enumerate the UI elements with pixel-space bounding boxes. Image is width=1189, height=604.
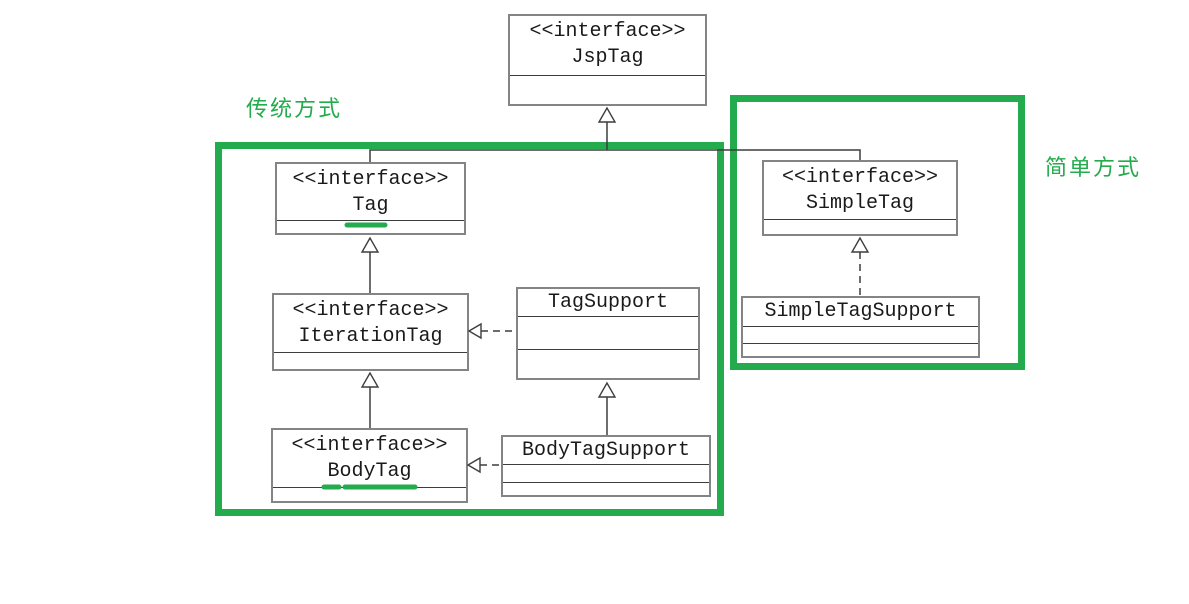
extends-branch-tag-simpletag-to-jsptag — [369, 149, 861, 162]
class-name-text: SimpleTag — [805, 192, 915, 215]
operations-compartment — [518, 349, 698, 378]
attributes-compartment — [743, 326, 978, 343]
class-box-simpletagsupport: SimpleTagSupport — [741, 296, 980, 358]
attributes-compartment — [503, 464, 709, 482]
class-box-simpletag: <<interface>> SimpleTag — [762, 160, 958, 236]
class-name-text: JspTag — [571, 46, 644, 69]
attributes-compartment — [518, 316, 698, 349]
class-box-tagsupport: TagSupport — [516, 287, 700, 380]
simple-group-label: 简单方式 — [1045, 156, 1142, 181]
operations-compartment — [503, 482, 709, 495]
simple-group-frame — [730, 95, 1025, 370]
inheritance-triangle-icon-iterationtag — [360, 371, 380, 388]
class-box-bodytagsupport: BodyTagSupport — [501, 435, 711, 497]
class-box-bodytag: <<interface>> BodyTag — [271, 428, 468, 503]
class-name-text: BodyTag — [327, 460, 412, 483]
attributes-compartment — [274, 352, 467, 369]
stereotype-text: <<interface>> — [291, 434, 448, 457]
realization-triangle-icon-bodytag — [466, 456, 481, 474]
traditional-group-label: 传统方式 — [246, 97, 343, 122]
stereotype-text: <<interface>> — [292, 299, 449, 322]
stereotype-text: <<interface>> — [292, 168, 449, 191]
stereotype-text: <<interface>> — [529, 20, 686, 43]
traditional-group-frame — [215, 142, 724, 516]
class-name-text: Tag — [352, 194, 389, 217]
inheritance-triangle-icon-tag — [360, 236, 380, 253]
class-name-text: BodyTagSupport — [521, 439, 691, 462]
attributes-compartment — [277, 220, 464, 233]
inheritance-triangle-icon-jsptag — [597, 106, 617, 123]
class-box-jsptag: <<interface>> JspTag — [508, 14, 707, 106]
attributes-compartment — [510, 75, 705, 104]
attributes-compartment — [764, 219, 956, 234]
class-box-iterationtag: <<interface>> IterationTag — [272, 293, 469, 371]
class-name-text: IterationTag — [298, 325, 443, 348]
class-name-text: SimpleTagSupport — [764, 300, 957, 323]
realization-triangle-icon-simpletag — [850, 236, 870, 253]
realization-triangle-icon-iterationtag — [467, 322, 482, 340]
class-name-text: TagSupport — [547, 291, 669, 314]
stereotype-text: <<interface>> — [781, 166, 939, 189]
inheritance-triangle-icon-tagsupport — [597, 381, 617, 398]
operations-compartment — [743, 343, 978, 356]
